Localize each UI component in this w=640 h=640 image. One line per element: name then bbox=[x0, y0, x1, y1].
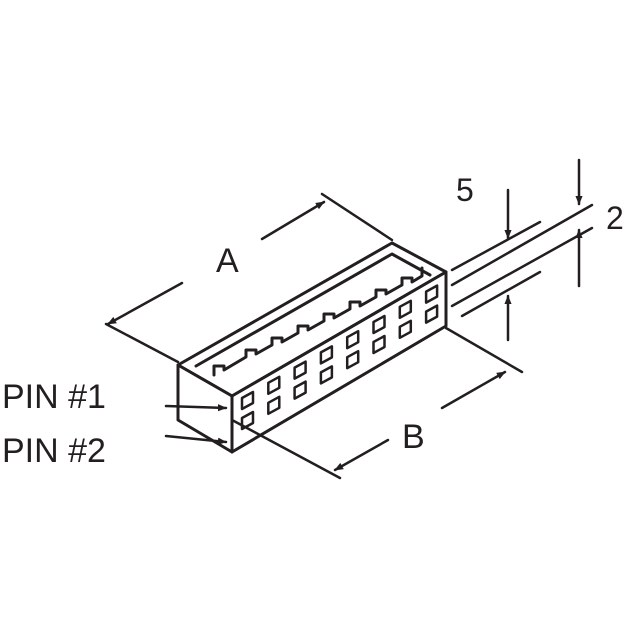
pin-leads bbox=[450, 203, 594, 318]
dimension-2-label: 2 bbox=[606, 200, 624, 236]
pin-cavity bbox=[372, 334, 386, 355]
dimension-a-label: A bbox=[216, 242, 239, 280]
pin-cavity bbox=[398, 299, 413, 320]
pin-2-label: PIN #2 bbox=[2, 432, 106, 470]
dimension-5-label: 5 bbox=[456, 172, 474, 208]
pin-cavity-grid bbox=[240, 284, 439, 431]
pin-1-label: PIN #1 bbox=[2, 378, 106, 416]
pin-cavity bbox=[293, 380, 307, 400]
pin-cavity bbox=[319, 365, 334, 385]
pin-cavity bbox=[372, 314, 386, 335]
keying-slots bbox=[212, 266, 424, 377]
pin-cavity bbox=[267, 375, 281, 396]
dimension-b bbox=[230, 326, 524, 480]
pin-cavity bbox=[424, 304, 439, 324]
pin-cavity bbox=[398, 319, 413, 340]
dimension-b-label: B bbox=[402, 418, 425, 456]
dimension-a bbox=[104, 192, 394, 364]
pin-cavity bbox=[345, 349, 360, 370]
pin-cavity bbox=[240, 390, 255, 411]
pin-leaders bbox=[164, 404, 228, 445]
pin-cavity bbox=[267, 395, 281, 416]
pin-cavity bbox=[293, 360, 307, 380]
pin-cavity bbox=[345, 329, 360, 350]
pin-cavity bbox=[424, 284, 439, 304]
pin-cavity bbox=[319, 345, 334, 365]
